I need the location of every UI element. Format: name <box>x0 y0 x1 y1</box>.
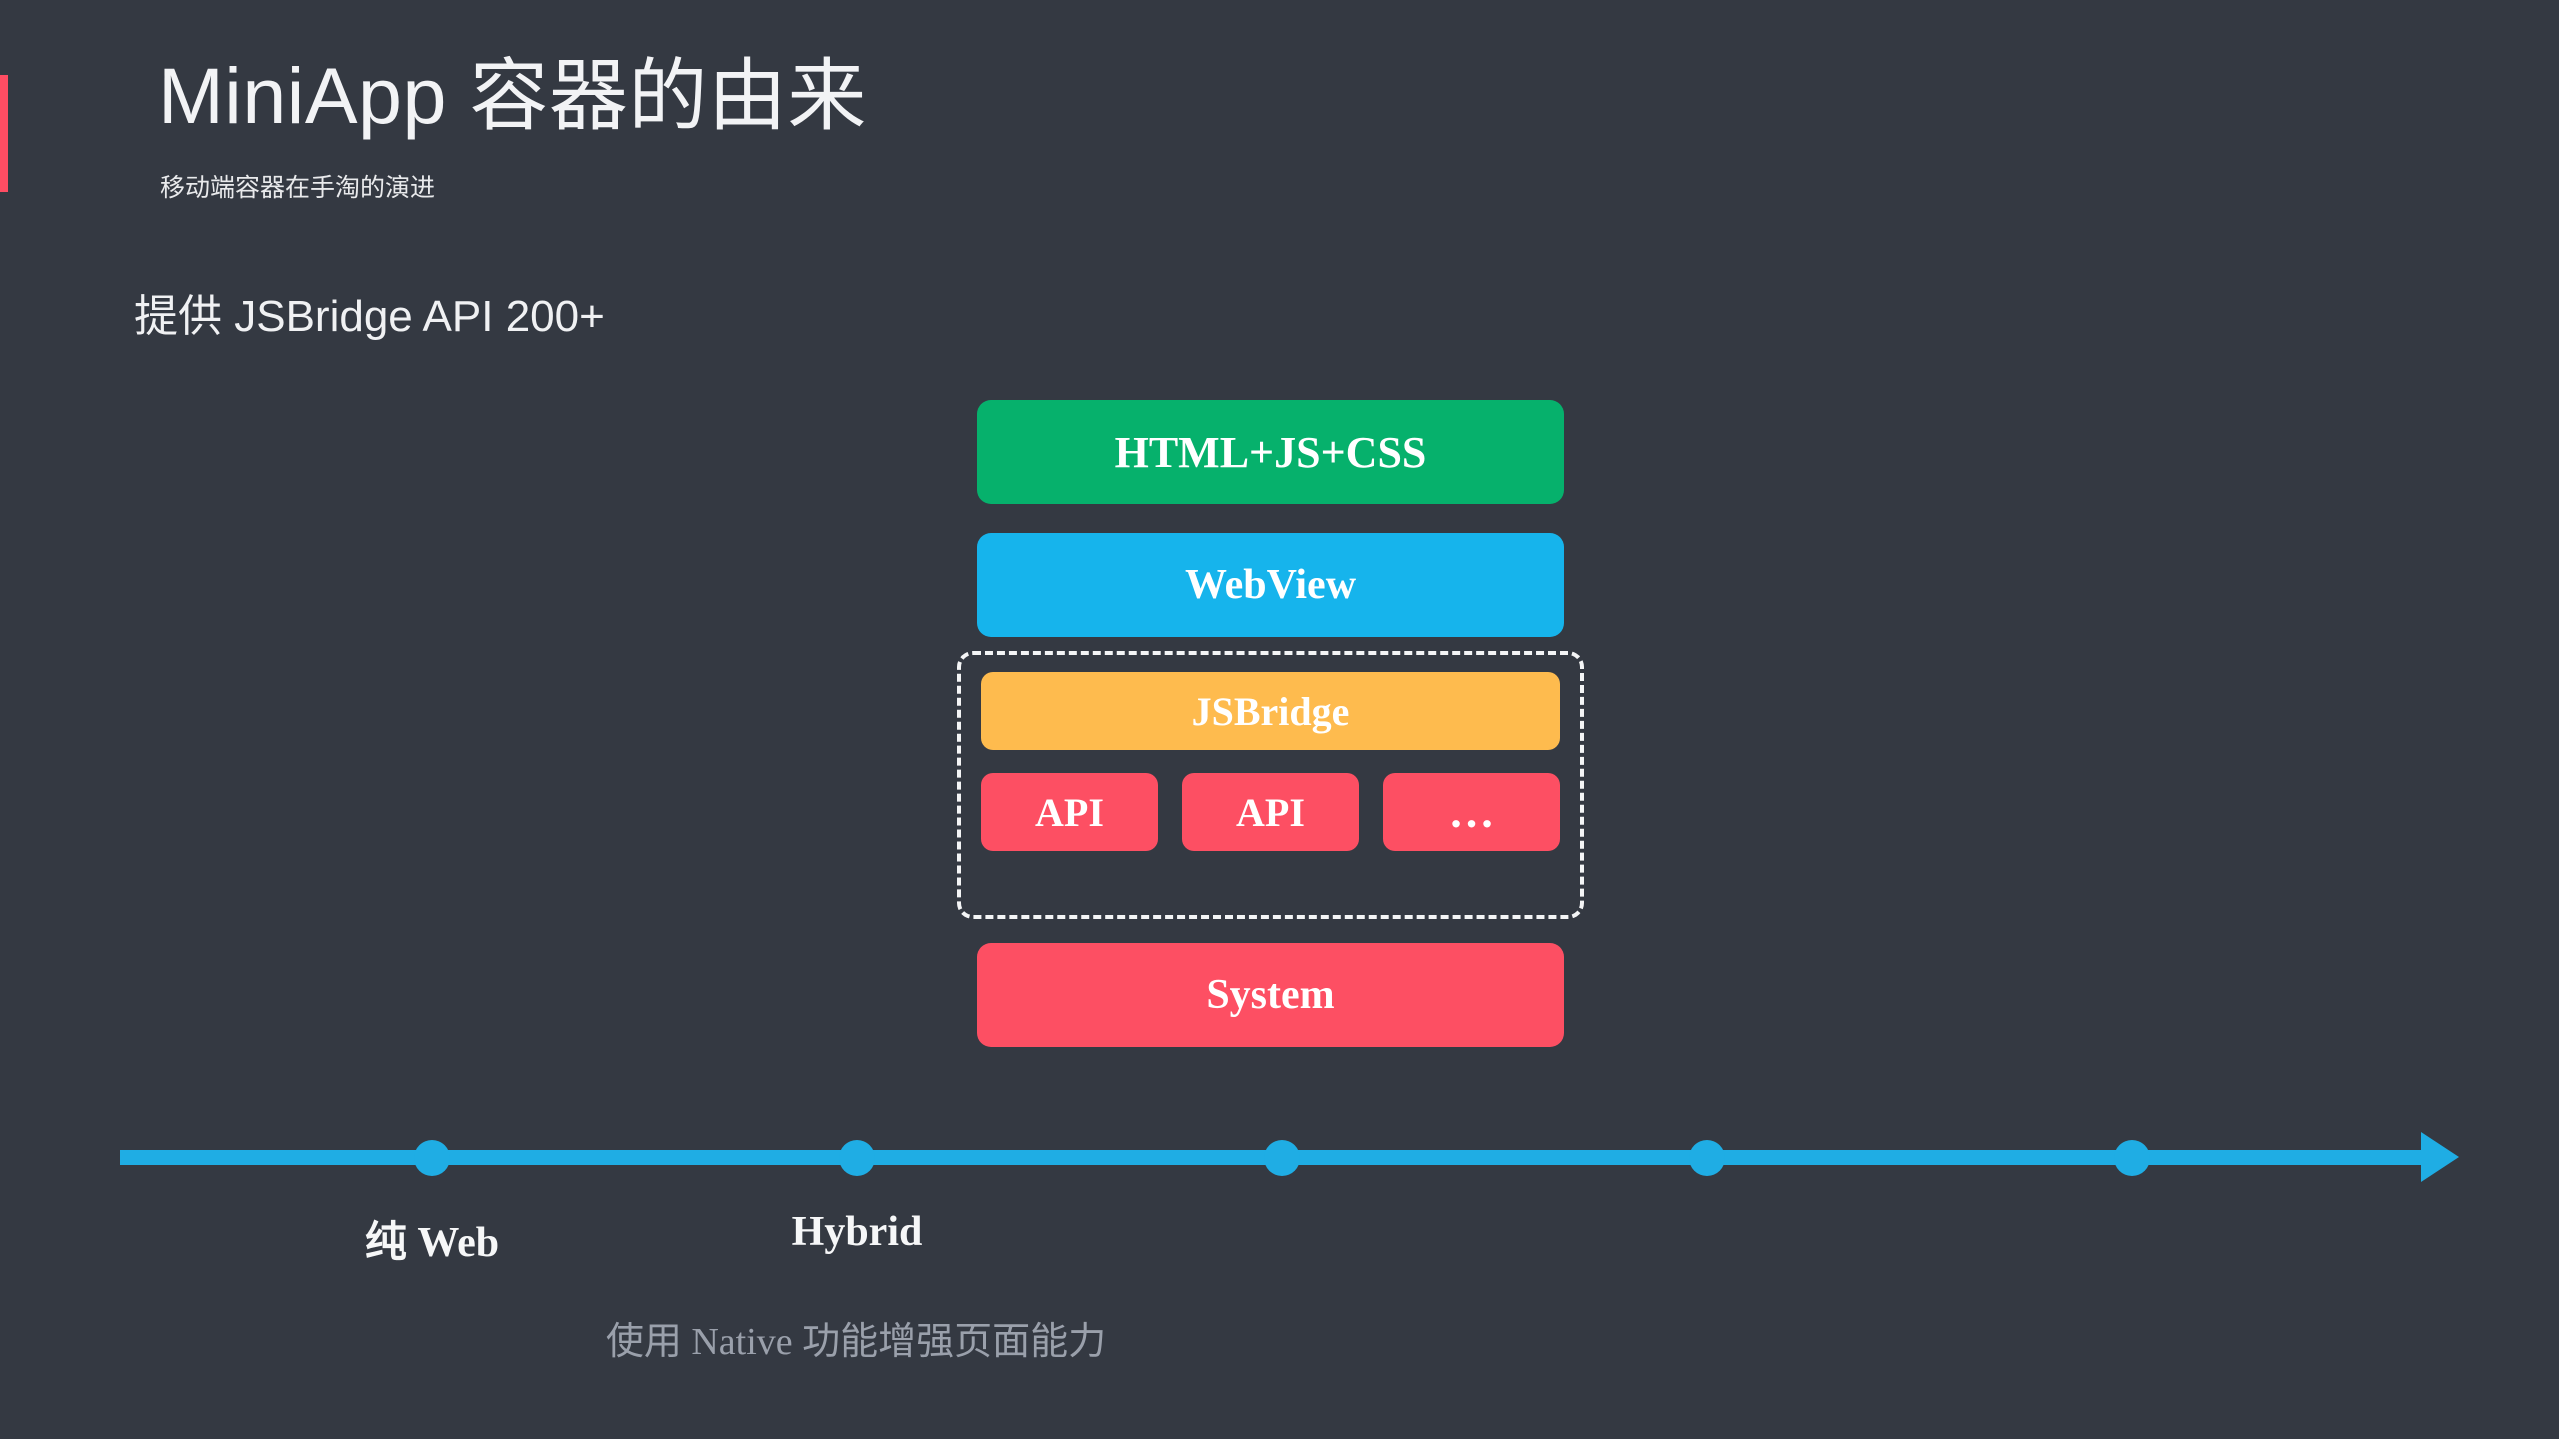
timeline-label-pure-web: 纯 Web <box>364 1220 500 1266</box>
api-box-more: … <box>1383 773 1560 851</box>
api-box-1: API <box>981 773 1158 851</box>
timeline-label-hybrid: Hybrid <box>791 1209 923 1255</box>
timeline-dot-4 <box>1689 1140 1725 1176</box>
timeline-dot-2 <box>839 1140 875 1176</box>
stack-layer-system: System <box>977 943 1564 1047</box>
stack-layer-jsbridge: JSBridge <box>981 672 1560 750</box>
timeline-dot-5 <box>2114 1140 2150 1176</box>
architecture-stack: HTML+JS+CSS WebView <box>977 400 1564 637</box>
api-box-2: API <box>1182 773 1359 851</box>
page-subtitle: 移动端容器在手淘的演进 <box>160 174 436 202</box>
page-title: MiniApp 容器的由来 <box>158 51 867 140</box>
jsbridge-group-dashed-container: JSBridge API API … <box>957 651 1584 919</box>
timeline-dot-3 <box>1264 1140 1300 1176</box>
timeline-caption: 使用 Native 功能增强页面能力 <box>605 1321 1107 1363</box>
lead-statement: 提供 JSBridge API 200+ <box>134 292 605 341</box>
title-accent-bar <box>0 75 8 192</box>
timeline-arrow-icon <box>2421 1132 2459 1182</box>
stack-layer-webview: WebView <box>977 533 1564 637</box>
stack-layer-html-js-css: HTML+JS+CSS <box>977 400 1564 504</box>
api-row: API API … <box>981 773 1560 851</box>
timeline-dot-1 <box>414 1140 450 1176</box>
